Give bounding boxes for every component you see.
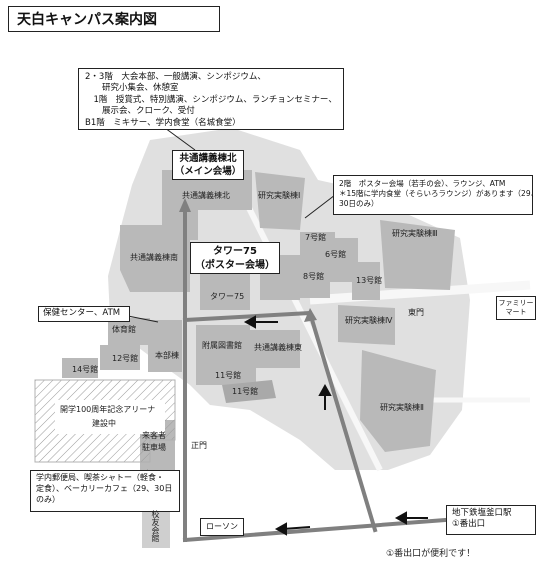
label-bldg7: 7号館 [305, 233, 327, 242]
label-kyotsu-east: 共通講義棟東 [254, 343, 302, 352]
label-tower75-small: タワー75 [210, 292, 245, 301]
poster-info-line: ＊15階に学内食堂（そらいろラウンジ）があります（29、 [339, 189, 539, 199]
building-14 [62, 358, 98, 378]
direction-arrows [243, 315, 428, 536]
label-library: 附属図書館 [202, 341, 242, 350]
building-kenkyu4 [338, 305, 395, 345]
main-venue-name: 共通講義棟北 [179, 153, 237, 164]
label-main-gate: 正門 [191, 441, 207, 450]
building-kenkyu1 [255, 172, 305, 230]
label-honbu: 本部棟 [155, 351, 179, 360]
walking-route [182, 203, 448, 543]
label-bldg14: 14号館 [72, 365, 99, 374]
label-bldg13: 13号館 [356, 276, 383, 285]
building-kenkyu3 [380, 220, 455, 290]
main-venue-line: 1階 授賞式、特別講演、シンポジウム、ランチョンセミナー、 [85, 94, 337, 105]
building-11 [196, 368, 256, 385]
family-mart-label-2: マート [505, 308, 527, 317]
post-office-line: のみ） [36, 494, 60, 504]
label-bldg8: 8号館 [303, 272, 325, 281]
label-kyotsu-north: 共通講義棟北 [182, 191, 230, 200]
label-kenkyu1: 研究実験棟Ⅰ [258, 191, 301, 200]
poster-info-box: 2階 ポスター会場（若手の会）、ラウンジ、ATM ＊15階に学内食堂（そらいろラ… [333, 175, 539, 215]
poster-info-line: 2階 ポスター会場（若手の会）、ラウンジ、ATM [339, 179, 506, 188]
label-bldg6: 6号館 [325, 250, 347, 259]
building-tower75 [200, 270, 250, 310]
post-office-box: 学内郵便局、喫茶シャトー（軽食・ 定食）、ベーカリーカフェ（29、30日 のみ） [30, 470, 180, 512]
main-venue-line: 展示会、クローク、受付 [85, 106, 195, 117]
label-bldg11: 11号館 [215, 371, 242, 380]
label-bldg11b: 11号館 [232, 387, 259, 396]
building-8 [300, 262, 330, 298]
health-center-box: 保健センター、ATM [38, 306, 130, 322]
main-venue-line: B1階 ミキサー、学内食堂（名城食堂） [85, 117, 241, 128]
tower75-subtitle: （ポスター会場） [195, 259, 275, 271]
tower75-box: タワー75 （ポスター会場） [190, 242, 280, 274]
main-venue-name-box: 共通講義棟北 （メイン会場） [172, 150, 244, 180]
building-honbu [148, 320, 182, 372]
road-inner [297, 308, 383, 472]
building-shuyu [142, 508, 170, 548]
building-kyotsu-east [250, 330, 300, 368]
label-kyotsu-south: 共通講義棟南 [130, 253, 178, 262]
building-12 [100, 345, 140, 370]
building-11b [222, 380, 276, 403]
lawson-box: ローソン [200, 518, 244, 536]
route-arrowhead-tower [304, 308, 317, 322]
family-mart-label: ファミリー [498, 299, 534, 307]
label-shuyu: 校友会館 [151, 510, 160, 542]
building-kenkyu2 [360, 350, 436, 452]
building-13 [352, 262, 380, 300]
main-venue-line: 2・3階 大会本部、一般講演、シンポジウム、 [85, 72, 266, 82]
label-arena: 開学100周年記念アリーナ [60, 405, 156, 414]
exit-note: ①番出口が便利です！ [386, 549, 476, 559]
label-kenkyu2: 研究実験棟Ⅱ [380, 403, 424, 412]
main-venue-line: 研究小集会、休憩室 [85, 83, 179, 94]
station-box: 地下鉄塩釜口駅 ①番出口 [446, 505, 536, 535]
label-parking-2: 駐車場 [142, 443, 166, 452]
tower75-name: タワー75 [213, 246, 257, 257]
family-mart-box: ファミリー マート [496, 296, 536, 320]
route-arrowhead-north [179, 198, 191, 212]
post-office-line: 定食）、ベーカリーカフェ（29、30日 [36, 483, 173, 493]
station-exit: ①番出口 [452, 519, 486, 530]
main-venue-subtitle: （メイン会場） [174, 165, 242, 177]
label-gym: 体育館 [112, 325, 136, 334]
road-east [309, 280, 531, 305]
post-office-line: 学内郵便局、喫茶シャトー（軽食・ [36, 473, 164, 482]
building-kyotsu-south [120, 225, 190, 292]
label-bldg12: 12号館 [112, 354, 139, 363]
building-gym [108, 318, 150, 345]
lawson-label: ローソン [206, 522, 238, 531]
label-east-gate: 東門 [408, 308, 424, 317]
label-arena-status: 建設中 [92, 419, 116, 428]
page-title: 天白キャンパス案内図 [17, 12, 157, 28]
main-venue-info-box: 2・3階 大会本部、一般講演、シンポジウム、 研究小集会、休憩室 1階 授賞式、… [78, 68, 344, 130]
health-center-text: 保健センター、ATM [43, 308, 121, 318]
label-kenkyu4: 研究実験棟Ⅳ [345, 316, 393, 325]
ground-north [232, 128, 318, 185]
poster-info-line: 30日のみ） [339, 199, 379, 209]
label-parking: 来客者 [142, 431, 166, 440]
building-library [196, 325, 250, 368]
label-kenkyu3: 研究実験棟Ⅲ [392, 229, 438, 238]
station-name: 地下鉄塩釜口駅 [452, 508, 512, 518]
page-title-box: 天白キャンパス案内図 [8, 6, 220, 32]
